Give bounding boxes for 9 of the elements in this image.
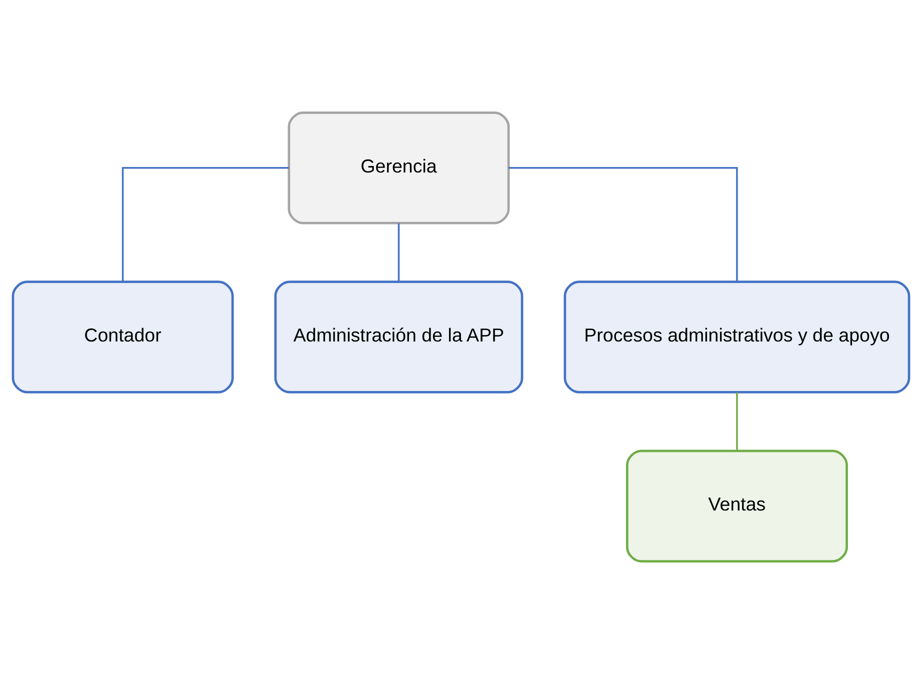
node-box: Procesos administrativos y de apoyo: [564, 280, 910, 393]
node-box: Contador: [12, 280, 234, 393]
node-box: Gerencia: [288, 111, 510, 224]
connector: [398, 222, 400, 281]
connector: [122, 166, 289, 282]
connector: [736, 392, 738, 450]
connector: [508, 166, 738, 282]
node-box: Administración de la APP: [274, 280, 524, 393]
node-box: Ventas: [626, 449, 848, 562]
